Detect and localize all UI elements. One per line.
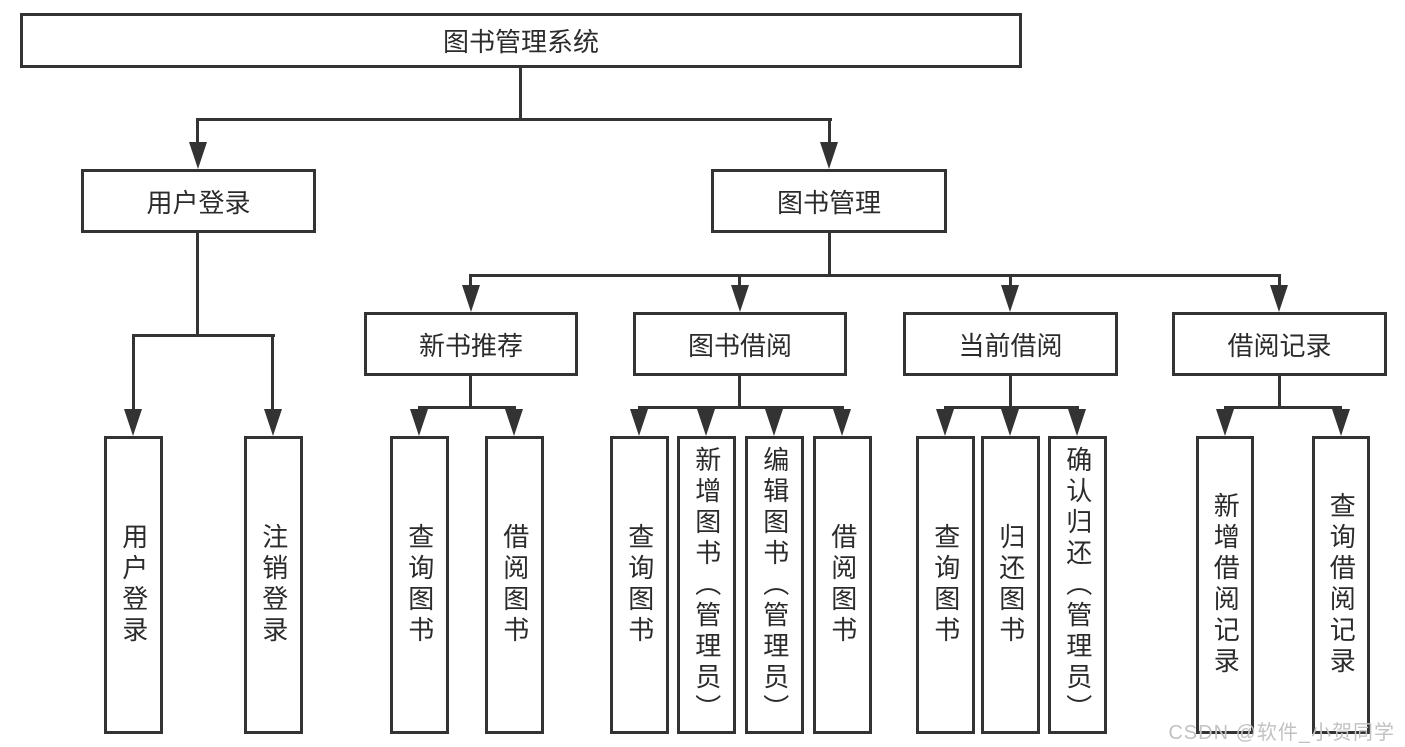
arrowhead-borrow-records [1270, 285, 1288, 312]
node-new-book-recommend: 新书推荐 [364, 312, 578, 376]
edge-book-management-shaft [828, 121, 831, 147]
edge-new-book-split [418, 406, 516, 409]
leaf-confirm-return-admin: 确认归还（管理员） [1048, 436, 1107, 734]
edge-current-borrow-trunk [1009, 376, 1012, 408]
leaf-query-books-borrow: 查询图书 [610, 436, 669, 734]
arrowhead-add-borrow-record [1216, 409, 1234, 436]
edge-leaf-logout-shaft [271, 337, 274, 412]
leaf-query-books-recommend: 查询图书 [390, 436, 449, 734]
leaf-add-borrow-record: 新增借阅记录 [1196, 436, 1254, 734]
edge-level1-split [196, 118, 832, 121]
edge-book-borrow-trunk [738, 376, 741, 408]
node-borrow-records: 借阅记录 [1172, 312, 1387, 376]
edge-book-management-trunk [828, 233, 831, 276]
edge-current-borrow-split [944, 406, 1079, 409]
edge-new-book-trunk [469, 376, 472, 408]
arrowhead-current-borrow [1001, 285, 1019, 312]
node-current-borrow: 当前借阅 [903, 312, 1118, 376]
leaf-return-book: 归还图书 [981, 436, 1040, 734]
arrowhead-borrow-books [833, 409, 851, 436]
leaf-borrow-books: 借阅图书 [813, 436, 872, 734]
leaf-edit-book-admin: 编辑图书（管理员） [745, 436, 804, 734]
edge-root-trunk [519, 68, 522, 121]
leaf-logout: 注销登录 [244, 436, 303, 734]
arrowhead-edit-book-admin [765, 409, 783, 436]
node-root: 图书管理系统 [20, 13, 1022, 68]
arrowhead-add-book-admin [697, 409, 715, 436]
arrowhead-return-book [1001, 409, 1019, 436]
edge-book-borrow-split [638, 406, 844, 409]
arrowhead-borrow-books-recommend [505, 409, 523, 436]
arrowhead-query-borrow-record [1332, 409, 1350, 436]
csdn-watermark: CSDN @软件_小贺同学 [1168, 722, 1395, 744]
arrowhead-user-login [189, 142, 207, 169]
node-book-management: 图书管理 [711, 169, 947, 233]
arrowhead-confirm-return-admin [1068, 409, 1086, 436]
arrowhead-query-books-current [936, 409, 954, 436]
arrowhead-book-borrow [731, 285, 749, 312]
edge-user-login-shaft [196, 121, 199, 147]
leaf-query-borrow-record: 查询借阅记录 [1312, 436, 1370, 734]
edge-book-borrow-shaft [738, 277, 741, 289]
edge-borrow-records-split [1224, 406, 1342, 409]
node-user-login: 用户登录 [81, 169, 316, 233]
arrowhead-new-book-recommend [462, 285, 480, 312]
leaf-user-login: 用户登录 [104, 436, 163, 734]
arrowhead-leaf-user-login [124, 409, 142, 436]
arrowhead-query-books-recommend [410, 409, 428, 436]
edge-user-login-split [132, 334, 275, 337]
arrowhead-book-management [820, 142, 838, 169]
arrowhead-leaf-logout [264, 409, 282, 436]
edge-new-book-shaft [469, 277, 472, 289]
edge-user-login-trunk [196, 233, 199, 336]
leaf-borrow-books-recommend: 借阅图书 [485, 436, 544, 734]
edge-level3-split [469, 274, 1281, 277]
edge-current-borrow-shaft [1009, 277, 1012, 289]
leaf-query-books-current: 查询图书 [916, 436, 975, 734]
leaf-add-book-admin: 新增图书（管理员） [677, 436, 736, 734]
arrowhead-query-books-borrow [630, 409, 648, 436]
node-book-borrow: 图书借阅 [633, 312, 847, 376]
edge-leaf-user-login-shaft [132, 337, 135, 412]
edge-borrow-records-trunk [1278, 376, 1281, 408]
edge-borrow-records-shaft [1278, 277, 1281, 289]
